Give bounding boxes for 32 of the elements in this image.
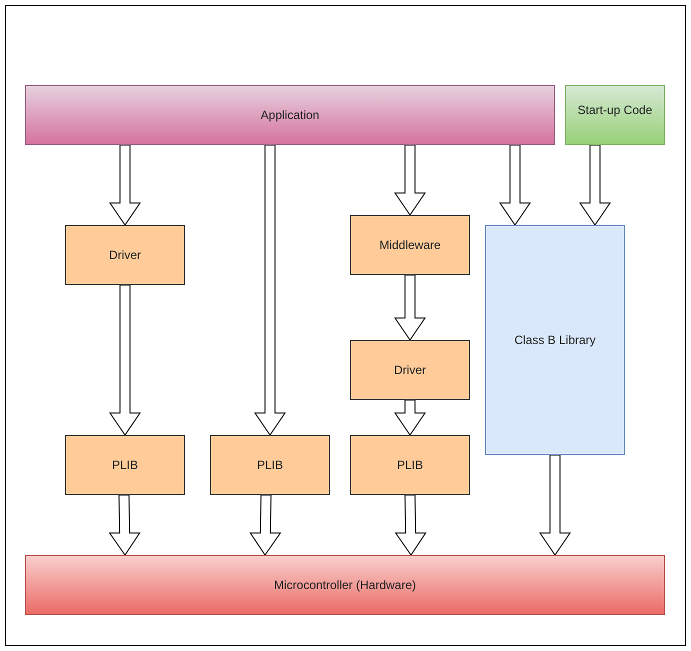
node-label: PLIB (112, 458, 138, 472)
block-arrow (394, 144, 426, 216)
module-box (210, 435, 330, 495)
block-arrow (109, 284, 141, 436)
node-label: Middleware (379, 238, 441, 252)
node-label: PLIB (396, 458, 423, 472)
block-arrow (394, 494, 427, 556)
block-arrow (109, 144, 141, 226)
node-label: Class B Library (514, 333, 596, 347)
module-box (350, 340, 470, 400)
module-box (350, 435, 470, 495)
block-arrow (394, 400, 426, 436)
layer-bar (25, 555, 665, 615)
block-arrow (499, 144, 531, 226)
node-label: Application (260, 108, 320, 122)
block-arrow (254, 144, 286, 436)
node-label: PLIB (256, 458, 283, 472)
module-box (350, 215, 470, 275)
node-label: Driver (109, 248, 141, 262)
block-arrow (539, 454, 571, 556)
block-arrow (249, 494, 282, 556)
block-arrow (108, 494, 141, 556)
module-box (565, 85, 665, 145)
module-box (65, 435, 185, 495)
block-arrow (394, 274, 426, 341)
node-label: Microcontroller (Hardware) (274, 578, 416, 592)
layer-bar (25, 85, 555, 145)
node-label: Start-up Code (578, 103, 652, 117)
node-label: Driver (394, 363, 426, 377)
module-box (65, 225, 185, 285)
block-arrow (579, 144, 611, 226)
library-box (485, 225, 625, 455)
